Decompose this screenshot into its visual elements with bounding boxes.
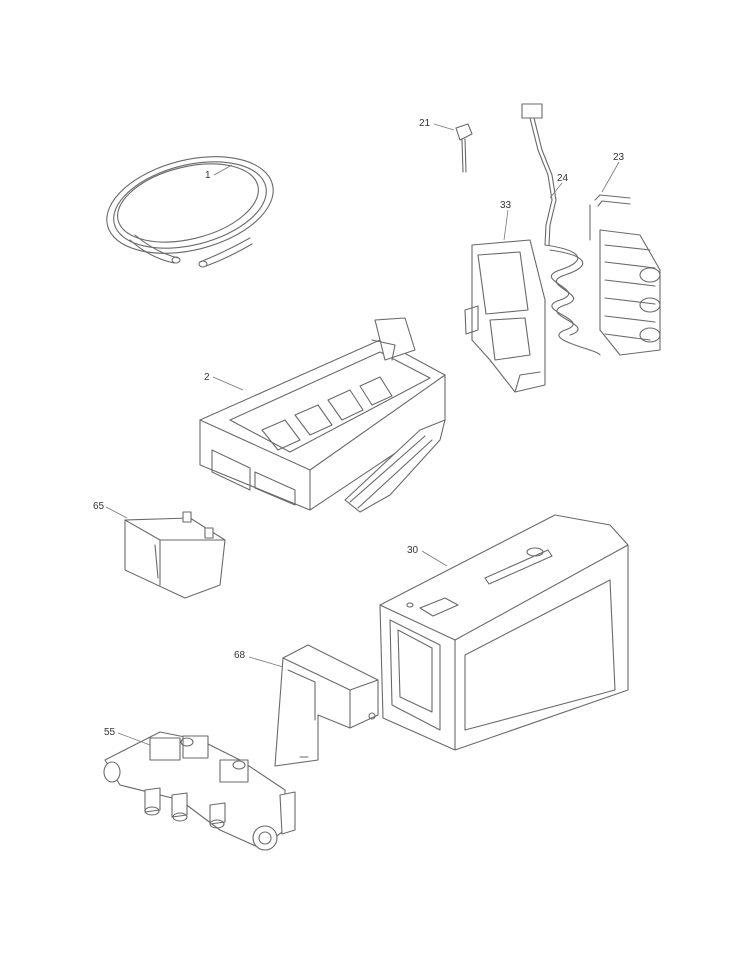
leader-lines [105,123,620,746]
water-valve-assembly [103,731,296,851]
mounting-bracket [464,239,546,393]
thermostat-sensor [455,123,473,173]
callout-2: 2 [204,372,210,383]
wire-harness [521,103,557,246]
callout-1: 1 [205,170,211,181]
callout-65: 65 [93,501,105,512]
housing [379,514,629,751]
callout-24: 24 [557,173,569,184]
switch-cover [124,511,226,599]
callout-55: 55 [104,727,116,738]
callout-labels: 1 2 21 23 24 33 30 55 65 68 [93,118,625,738]
cover-panel [274,644,379,767]
heater-coil [544,194,661,356]
callout-68: 68 [234,650,246,661]
callout-33: 33 [500,200,512,211]
callout-30: 30 [407,545,419,556]
callout-23: 23 [613,152,625,163]
ice-maker-assembly [199,317,446,513]
water-tubing-coil [106,156,274,268]
callout-21: 21 [419,118,431,129]
